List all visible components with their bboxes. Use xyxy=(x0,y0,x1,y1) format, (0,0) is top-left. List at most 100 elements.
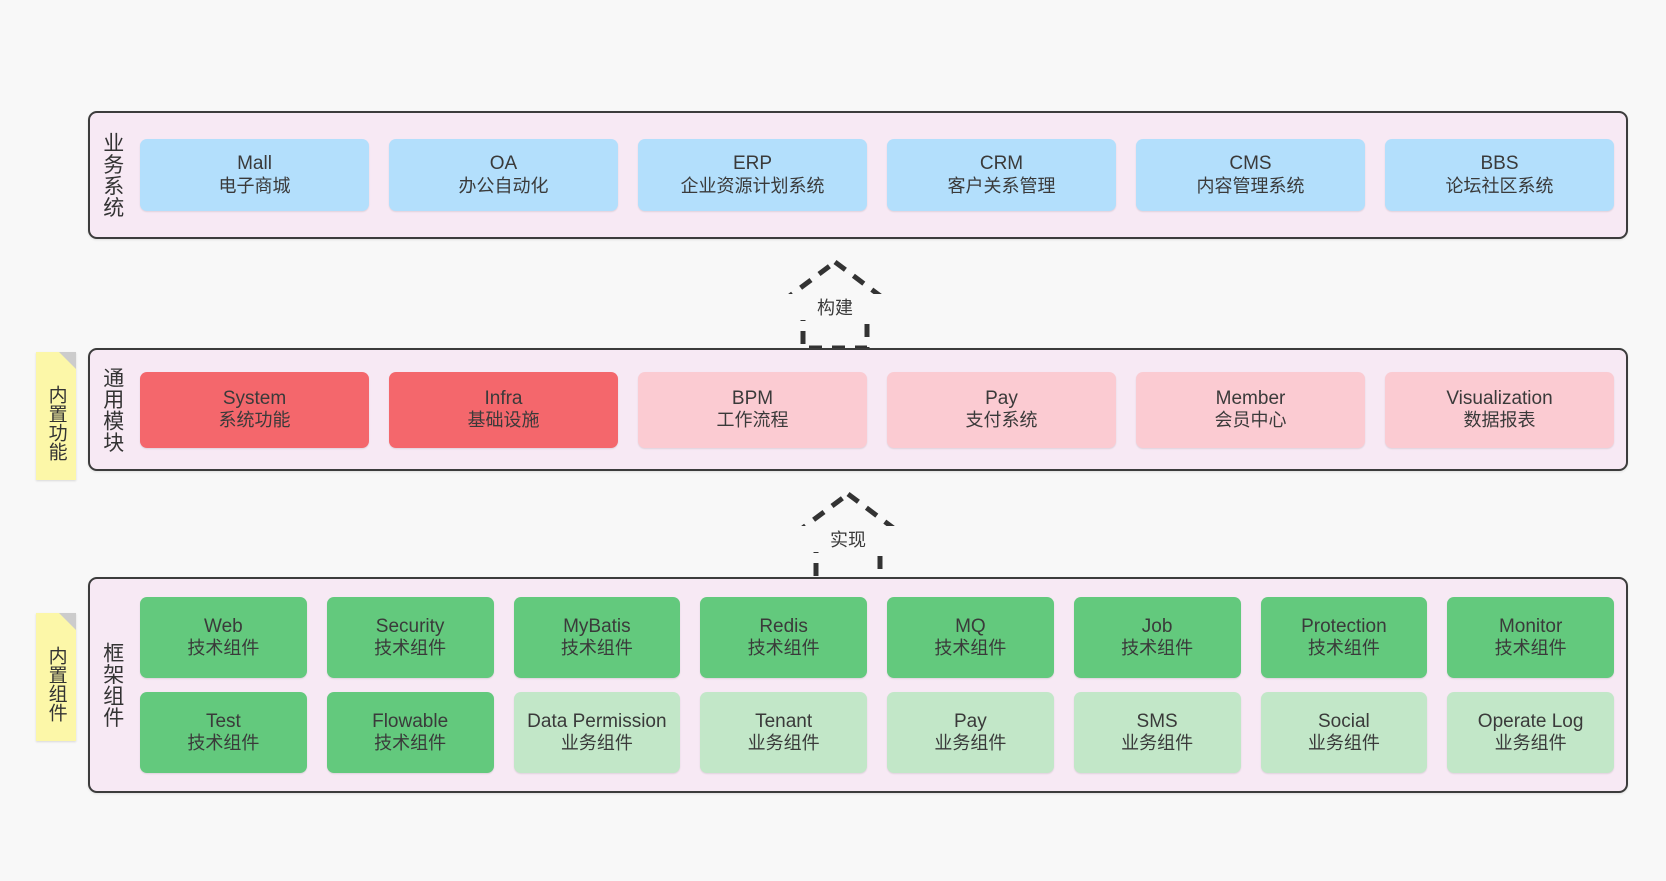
box-bbs-en: BBS xyxy=(1480,153,1519,175)
layer-business-title: 业务系统 xyxy=(100,132,124,218)
box-security-en: Security xyxy=(375,615,445,637)
business-row: Mall 电子商城 OA 办公自动化 ERP 企业资源计划系统 CRM 客户关系… xyxy=(140,139,1614,211)
box-social-cn: 业务组件 xyxy=(1307,733,1380,754)
box-oa-cn: 办公自动化 xyxy=(458,175,549,196)
box-cms[interactable]: CMS 内容管理系统 xyxy=(1136,139,1365,211)
box-infra-en: Infra xyxy=(484,387,523,409)
layer-framework-body: Web 技术组件 Security 技术组件 MyBatis 技术组件 Redi… xyxy=(134,579,1626,791)
layer-framework-components: 框架组件 Web 技术组件 Security 技术组件 MyBatis 技术组件… xyxy=(88,577,1628,793)
box-operate-log[interactable]: Operate Log 业务组件 xyxy=(1447,692,1614,773)
layer-business-systems: 业务系统 Mall 电子商城 OA 办公自动化 ERP 企业资源计划系统 CRM… xyxy=(88,111,1628,239)
box-member[interactable]: Member 会员中心 xyxy=(1136,371,1365,448)
box-bbs[interactable]: BBS 论坛社区系统 xyxy=(1385,139,1614,211)
box-monitor-cn: 技术组件 xyxy=(1494,638,1567,659)
connector-implement-arrow: 实现 xyxy=(768,490,928,583)
layer-modules-body: System 系统功能 Infra 基础设施 BPM 工作流程 Pay 支付系统… xyxy=(134,350,1626,469)
box-job[interactable]: Job 技术组件 xyxy=(1073,597,1241,678)
connector-build-arrow: 构建 xyxy=(755,258,915,351)
box-pay-component-en: Pay xyxy=(954,710,987,732)
box-system-cn: 系统功能 xyxy=(218,410,291,431)
box-mq-cn: 技术组件 xyxy=(934,638,1007,659)
layer-framework-title: 框架组件 xyxy=(100,642,124,728)
folded-corner-icon xyxy=(59,613,76,630)
box-operate-log-cn: 业务组件 xyxy=(1494,733,1567,754)
box-protection-en: Protection xyxy=(1301,615,1387,637)
box-sms[interactable]: SMS 业务组件 xyxy=(1073,692,1241,773)
box-flowable[interactable]: Flowable 技术组件 xyxy=(326,692,494,773)
framework-row-2: Test 技术组件 Flowable 技术组件 Data Permission … xyxy=(140,692,1614,773)
box-flowable-cn: 技术组件 xyxy=(374,733,447,754)
box-data-permission-en: Data Permission xyxy=(527,710,667,732)
box-redis-en: Redis xyxy=(759,615,808,637)
box-mq[interactable]: MQ 技术组件 xyxy=(887,597,1054,678)
box-visualization[interactable]: Visualization 数据报表 xyxy=(1385,371,1614,448)
box-erp[interactable]: ERP 企业资源计划系统 xyxy=(638,139,867,211)
box-crm-cn: 客户关系管理 xyxy=(947,175,1056,196)
box-web-en: Web xyxy=(204,615,243,637)
sticky-note-builtin-components-label: 内置组件 xyxy=(45,646,67,722)
box-web[interactable]: Web 技术组件 xyxy=(140,597,307,678)
box-protection[interactable]: Protection 技术组件 xyxy=(1260,597,1428,678)
connector-implement-label: 实现 xyxy=(768,526,928,552)
box-mybatis[interactable]: MyBatis 技术组件 xyxy=(513,597,681,678)
box-oa[interactable]: OA 办公自动化 xyxy=(389,139,618,211)
box-mall[interactable]: Mall 电子商城 xyxy=(140,139,369,211)
box-pay-module[interactable]: Pay 支付系统 xyxy=(887,371,1116,448)
box-erp-en: ERP xyxy=(732,153,773,175)
box-tenant-en: Tenant xyxy=(755,710,813,732)
box-infra[interactable]: Infra 基础设施 xyxy=(389,371,618,448)
sticky-note-builtin-components: 内置组件 xyxy=(36,613,76,741)
box-pay-module-cn: 支付系统 xyxy=(965,410,1038,431)
box-sms-cn: 业务组件 xyxy=(1121,733,1194,754)
box-oa-en: OA xyxy=(489,153,518,175)
box-erp-cn: 企业资源计划系统 xyxy=(680,175,825,196)
box-tenant[interactable]: Tenant 业务组件 xyxy=(700,692,867,773)
box-tenant-cn: 业务组件 xyxy=(747,733,820,754)
box-redis[interactable]: Redis 技术组件 xyxy=(700,597,867,678)
box-mall-cn: 电子商城 xyxy=(218,175,291,196)
sticky-note-builtin-features-label: 内置功能 xyxy=(45,385,67,461)
box-data-permission-cn: 业务组件 xyxy=(560,733,633,754)
box-cms-cn: 内容管理系统 xyxy=(1196,175,1305,196)
box-data-permission[interactable]: Data Permission 业务组件 xyxy=(513,692,681,773)
box-operate-log-en: Operate Log xyxy=(1477,710,1584,732)
box-bpm-en: BPM xyxy=(731,387,774,409)
box-flowable-en: Flowable xyxy=(372,710,449,732)
box-visualization-cn: 数据报表 xyxy=(1463,410,1536,431)
framework-row-1: Web 技术组件 Security 技术组件 MyBatis 技术组件 Redi… xyxy=(140,597,1614,678)
box-system[interactable]: System 系统功能 xyxy=(140,371,369,448)
box-crm-en: CRM xyxy=(979,153,1024,175)
box-security[interactable]: Security 技术组件 xyxy=(326,597,494,678)
box-monitor-en: Monitor xyxy=(1498,615,1563,637)
box-mq-en: MQ xyxy=(955,615,986,637)
box-member-cn: 会员中心 xyxy=(1214,410,1287,431)
box-mybatis-cn: 技术组件 xyxy=(560,638,633,659)
box-test[interactable]: Test 技术组件 xyxy=(140,692,307,773)
box-social[interactable]: Social 业务组件 xyxy=(1260,692,1428,773)
layer-common-modules: 通用模块 System 系统功能 Infra 基础设施 BPM 工作流程 Pay… xyxy=(88,348,1628,471)
box-bpm[interactable]: BPM 工作流程 xyxy=(638,371,867,448)
folded-corner-icon xyxy=(59,352,76,369)
box-infra-cn: 基础设施 xyxy=(467,410,540,431)
box-protection-cn: 技术组件 xyxy=(1307,638,1380,659)
box-bpm-cn: 工作流程 xyxy=(716,410,789,431)
box-test-en: Test xyxy=(205,710,241,732)
box-crm[interactable]: CRM 客户关系管理 xyxy=(887,139,1116,211)
box-member-en: Member xyxy=(1215,387,1286,409)
box-pay-component[interactable]: Pay 业务组件 xyxy=(887,692,1054,773)
box-social-en: Social xyxy=(1318,710,1370,732)
connector-build-label: 构建 xyxy=(755,294,915,320)
box-web-cn: 技术组件 xyxy=(187,638,260,659)
box-job-en: Job xyxy=(1141,615,1173,637)
box-mybatis-en: MyBatis xyxy=(563,615,631,637)
box-mall-en: Mall xyxy=(237,153,272,175)
layer-business-body: Mall 电子商城 OA 办公自动化 ERP 企业资源计划系统 CRM 客户关系… xyxy=(134,113,1626,237)
layer-modules-title: 通用模块 xyxy=(100,366,124,453)
box-bbs-cn: 论坛社区系统 xyxy=(1445,175,1554,196)
box-pay-module-en: Pay xyxy=(985,387,1018,409)
box-cms-en: CMS xyxy=(1229,153,1272,175)
box-system-en: System xyxy=(222,387,287,409)
modules-row: System 系统功能 Infra 基础设施 BPM 工作流程 Pay 支付系统… xyxy=(140,371,1614,448)
box-monitor[interactable]: Monitor 技术组件 xyxy=(1447,597,1614,678)
